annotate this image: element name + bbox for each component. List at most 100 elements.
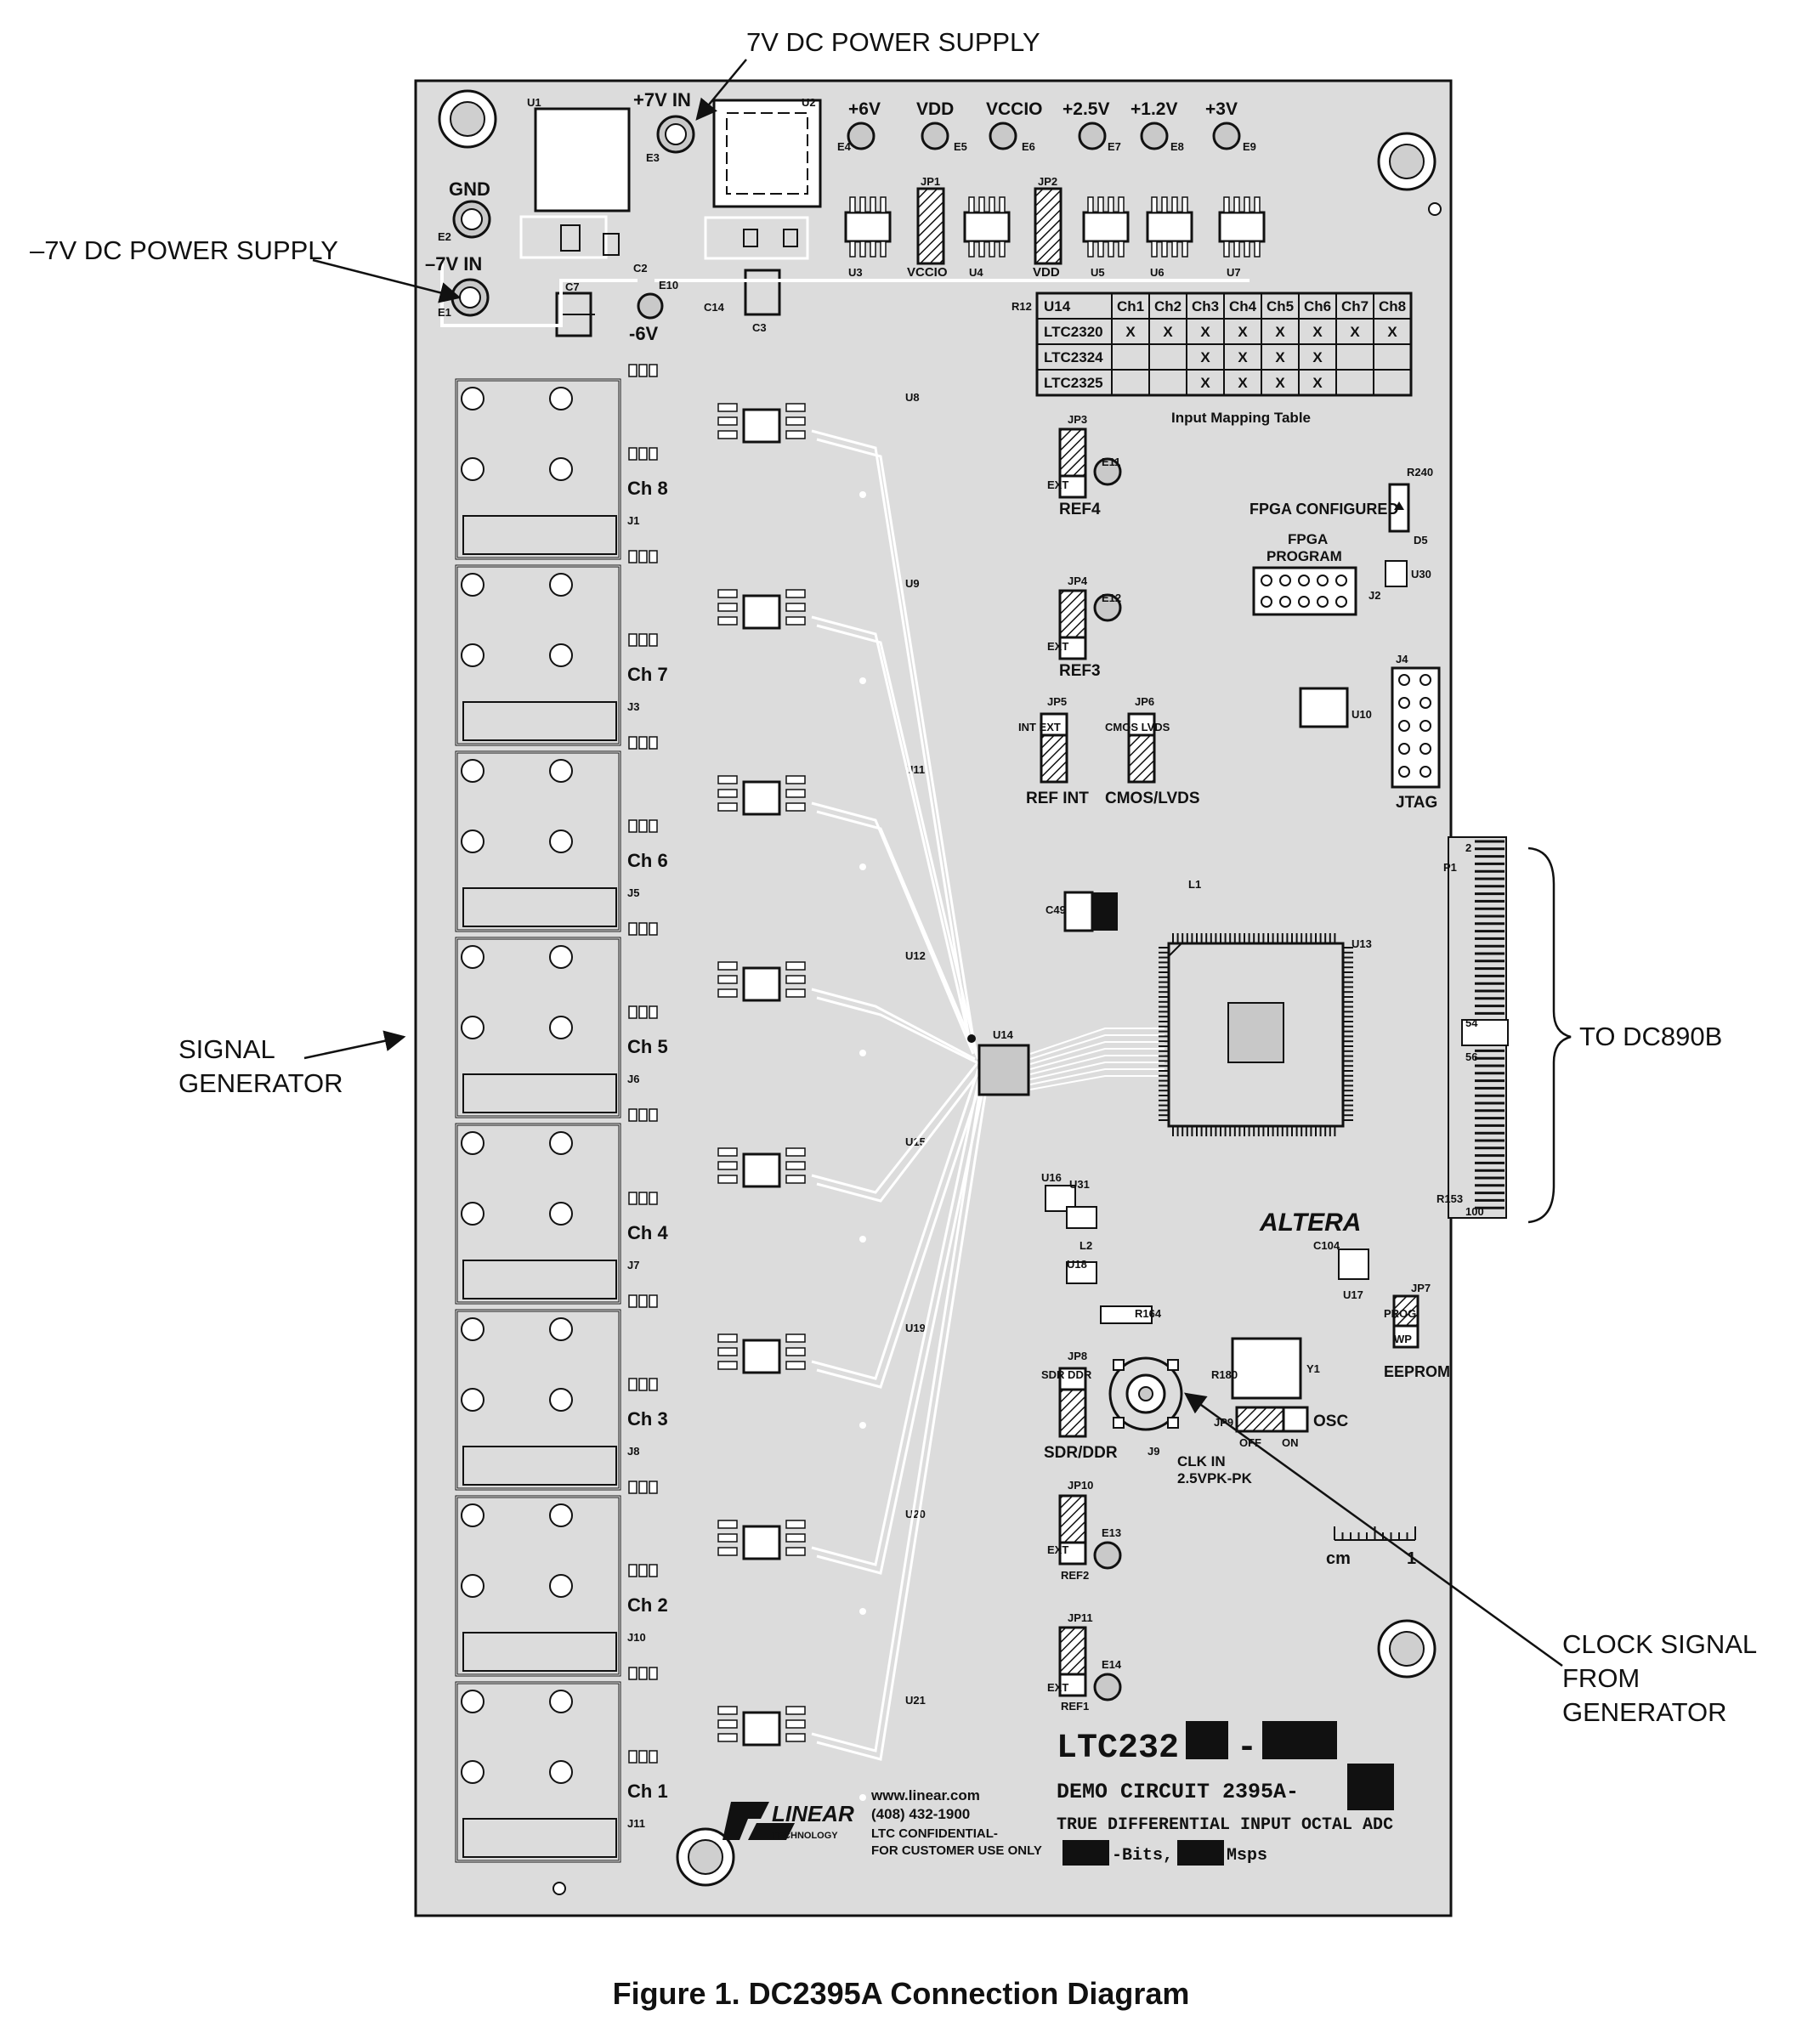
- svg-text:JP10: JP10: [1068, 1479, 1093, 1492]
- svg-text:-: -: [1237, 1730, 1257, 1768]
- svg-text:LINEAR: LINEAR: [772, 1801, 854, 1826]
- svg-text:U7: U7: [1227, 266, 1241, 279]
- svg-text:JP7: JP7: [1411, 1282, 1431, 1294]
- misc-parts: [1045, 891, 1420, 1349]
- driver-part-label: U9: [905, 577, 920, 590]
- rail-test-points: [847, 122, 1241, 150]
- voltage-regulators: [844, 196, 1266, 258]
- jack-label: J1: [627, 514, 639, 527]
- svg-text:2.5VPK-PK: 2.5VPK-PK: [1177, 1470, 1253, 1486]
- svg-text:E6: E6: [1022, 140, 1035, 153]
- channel-label: Ch 4: [627, 1222, 668, 1243]
- svg-text:LTC CONFIDENTIAL-: LTC CONFIDENTIAL-: [871, 1826, 998, 1841]
- svg-text:EXT: EXT: [1047, 1681, 1068, 1694]
- driver-part-label: U12: [905, 949, 926, 962]
- table-cell: X: [1275, 324, 1285, 340]
- svg-text:JP2: JP2: [1038, 175, 1057, 188]
- svg-text:SDR/DDR: SDR/DDR: [1044, 1444, 1118, 1462]
- jumper-jp2[interactable]: [1034, 187, 1062, 265]
- svg-text:E7: E7: [1108, 140, 1121, 153]
- fpga-pins: [1159, 933, 1353, 1136]
- label-plus2p5v: +2.5V: [1062, 99, 1109, 119]
- driver-part-label: U21: [905, 1694, 926, 1707]
- jack-label: J11: [627, 1817, 645, 1830]
- jumper-jp4[interactable]: [1058, 589, 1087, 639]
- svg-text:E1: E1: [438, 306, 451, 319]
- svg-text:R180: R180: [1211, 1368, 1238, 1381]
- table-cell: X: [1238, 349, 1248, 365]
- svg-text:U3: U3: [848, 266, 863, 279]
- svg-text:FPGA: FPGA: [1288, 531, 1328, 547]
- edge-connector-pins: [1475, 840, 1504, 1209]
- svg-text:OFF: OFF: [1239, 1436, 1261, 1449]
- svg-text:Y1: Y1: [1306, 1362, 1320, 1375]
- jumper-jp10[interactable]: [1058, 1494, 1087, 1544]
- jtag-header[interactable]: [1391, 666, 1441, 789]
- clock-signal-callout-2: FROM GENERATOR: [1562, 1663, 1727, 1727]
- svg-text:U1: U1: [527, 96, 541, 109]
- svg-text:E2: E2: [438, 230, 451, 243]
- jumper-jp11[interactable]: [1058, 1626, 1087, 1676]
- table-cell: X: [1238, 375, 1248, 391]
- table-header-cell: Ch3: [1192, 298, 1219, 314]
- svg-text:U14: U14: [993, 1028, 1014, 1041]
- table-header-cell: Ch7: [1341, 298, 1368, 314]
- jumper-jp8[interactable]: [1058, 1388, 1087, 1438]
- label-minus6v: -6V: [629, 323, 659, 344]
- table-cell: X: [1238, 324, 1248, 340]
- part-number-blocks: [1062, 1721, 1394, 1866]
- label-plus3v: +3V: [1205, 99, 1238, 119]
- svg-text:www.linear.com: www.linear.com: [870, 1787, 980, 1803]
- svg-text:R164: R164: [1135, 1307, 1162, 1320]
- table-cell: LTC2325: [1044, 375, 1103, 391]
- svg-text:PROGRAM: PROGRAM: [1266, 548, 1342, 564]
- signal-generator-callout-1: SIGNAL: [178, 1034, 275, 1064]
- label-plus7v-in: +7V IN: [633, 89, 691, 110]
- jack-label: J5: [627, 886, 639, 899]
- svg-text:54: 54: [1465, 1016, 1478, 1029]
- svg-text:Msps: Msps: [1227, 1846, 1267, 1866]
- svg-text:FOR CUSTOMER USE ONLY: FOR CUSTOMER USE ONLY: [871, 1843, 1042, 1858]
- svg-text:R12: R12: [1012, 300, 1032, 313]
- table-cell: X: [1275, 375, 1285, 391]
- svg-text:E8: E8: [1170, 140, 1184, 153]
- jumper-jp6[interactable]: [1127, 733, 1156, 784]
- svg-text:JP8: JP8: [1068, 1350, 1087, 1362]
- jumper-jp5[interactable]: [1040, 733, 1068, 784]
- jumper-jp9[interactable]: [1235, 1406, 1285, 1433]
- svg-text:U13: U13: [1352, 937, 1372, 950]
- channel-label: Ch 2: [627, 1594, 668, 1616]
- signal-generator-callout-2: GENERATOR: [178, 1068, 343, 1098]
- clock-signal-callout-1: CLOCK SIGNAL: [1562, 1629, 1758, 1659]
- svg-text:L2: L2: [1080, 1239, 1092, 1252]
- svg-text:U30: U30: [1411, 568, 1431, 580]
- svg-text:PROG: PROG: [1384, 1307, 1416, 1320]
- channel-label: Ch 5: [627, 1036, 668, 1057]
- svg-text:TRUE DIFFERENTIAL INPUT OCTAL: TRUE DIFFERENTIAL INPUT OCTAL ADC: [1057, 1815, 1393, 1835]
- fpga-u13: [1167, 942, 1345, 1128]
- jumper-jp1[interactable]: [916, 187, 945, 265]
- svg-text:C14: C14: [704, 301, 725, 314]
- svg-text:JP6: JP6: [1135, 695, 1154, 708]
- svg-text:JP4: JP4: [1068, 575, 1088, 587]
- table-cell: X: [1200, 375, 1210, 391]
- svg-text:R240: R240: [1407, 466, 1433, 478]
- table-cell: X: [1312, 324, 1323, 340]
- svg-text:JP1: JP1: [921, 175, 940, 188]
- svg-text:U6: U6: [1150, 266, 1164, 279]
- jumper-jp3[interactable]: [1058, 427, 1087, 478]
- svg-text:E11: E11: [1102, 456, 1120, 468]
- svg-text:DEMO CIRCUIT 2395A-: DEMO CIRCUIT 2395A-: [1057, 1780, 1299, 1804]
- table-cell: LTC2324: [1044, 349, 1103, 365]
- plus7v-supply-callout: 7V DC POWER SUPPLY: [746, 27, 1040, 57]
- svg-text:E5: E5: [954, 140, 967, 153]
- channel-label: Ch 8: [627, 478, 668, 499]
- label-vdd-bottom: VDD: [1033, 265, 1060, 280]
- svg-text:U2: U2: [802, 96, 816, 109]
- cm-scale: [1334, 1526, 1416, 1541]
- svg-text:U10: U10: [1352, 708, 1372, 721]
- svg-text:E13: E13: [1102, 1526, 1121, 1539]
